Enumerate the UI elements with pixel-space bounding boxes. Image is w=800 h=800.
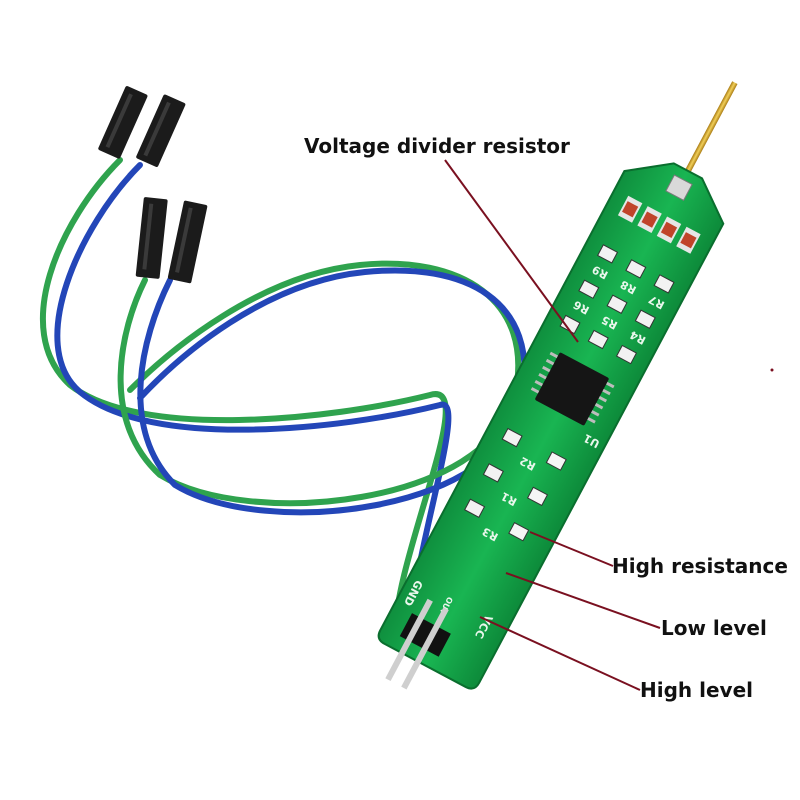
wire-green-b — [117, 260, 522, 507]
leader-lines — [444, 159, 661, 691]
label-low-level: Low level — [661, 616, 767, 640]
diode-row — [617, 195, 701, 254]
leader-high-resistance — [529, 531, 614, 567]
leader-high-level — [479, 616, 641, 691]
label-high-resistance: High resistance — [612, 554, 788, 578]
label-voltage-divider: Voltage divider resistor — [304, 134, 570, 158]
wire-blue-a — [54, 162, 452, 643]
pcb — [377, 162, 725, 690]
wire-green-a — [40, 157, 449, 638]
probe-needle — [675, 81, 738, 190]
ic-chip: U1 — [530, 351, 615, 450]
dupont-connectors — [98, 86, 208, 284]
leader-divider — [444, 159, 579, 343]
sensor-board: R9 R8 R7 R6 R5 R4 U1 — [377, 81, 738, 690]
leader-low-level — [505, 572, 661, 629]
header-pins — [385, 598, 451, 690]
speck — [770, 368, 774, 372]
connector-housing — [167, 200, 208, 284]
label-high-level: High level — [640, 678, 753, 702]
